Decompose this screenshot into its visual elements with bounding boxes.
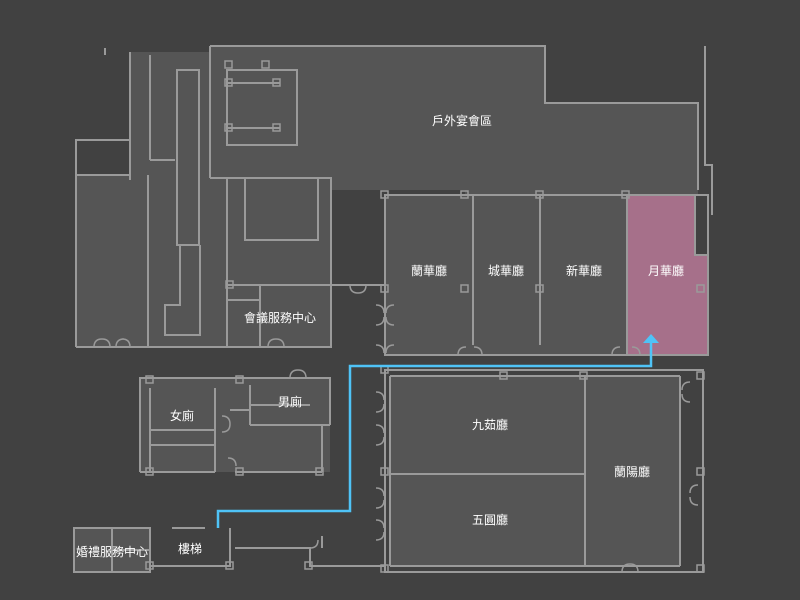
outdoor-banquet-label[interactable]: 戶外宴會區 — [432, 113, 492, 128]
wedding-center-label[interactable]: 婚禮服務中心 — [76, 544, 148, 559]
meeting-center-label[interactable]: 會議服務中心 — [244, 310, 316, 325]
yuehua-label[interactable]: 月華廳 — [648, 263, 684, 278]
left-block-floor — [76, 175, 227, 347]
column-markers — [145, 60, 705, 573]
floor-fills — [74, 46, 698, 572]
yuehua-highlight[interactable] — [627, 195, 708, 355]
lanhua-floor — [385, 195, 473, 355]
xinhua-floor — [540, 195, 627, 355]
mens-restroom-label[interactable]: 男廁 — [278, 394, 302, 409]
xinhua-label[interactable]: 新華廳 — [566, 263, 602, 278]
lanhua-label[interactable]: 蘭華廳 — [411, 263, 447, 278]
lanyang-floor — [585, 376, 680, 566]
small-room-floor — [227, 178, 331, 285]
lanyang-label[interactable]: 蘭陽廳 — [614, 464, 650, 479]
walls — [73, 45, 713, 573]
jiuru-floor — [390, 376, 585, 474]
door-swings — [93, 284, 699, 573]
chenghua-label[interactable]: 城華廳 — [488, 263, 524, 278]
route-arrow-icon — [643, 334, 659, 343]
stairs-label[interactable]: 樓梯 — [178, 541, 202, 556]
womens-restroom-label[interactable]: 女廁 — [170, 408, 194, 423]
jiuru-label[interactable]: 九茹廳 — [472, 417, 508, 432]
route-path — [216, 340, 653, 528]
wuyuan-label[interactable]: 五圓廳 — [472, 512, 508, 527]
chenghua-floor — [473, 195, 540, 355]
room-labels: 戶外宴會區 蘭華廳 城華廳 新華廳 月華廳 會議服務中心 女廁 男廁 九茹廳 五… — [76, 113, 684, 559]
outdoor-banquet-floor — [210, 46, 698, 195]
meeting-center-floor — [227, 285, 331, 347]
left-strip-floor — [130, 52, 210, 177]
wuyuan-floor — [390, 474, 585, 566]
